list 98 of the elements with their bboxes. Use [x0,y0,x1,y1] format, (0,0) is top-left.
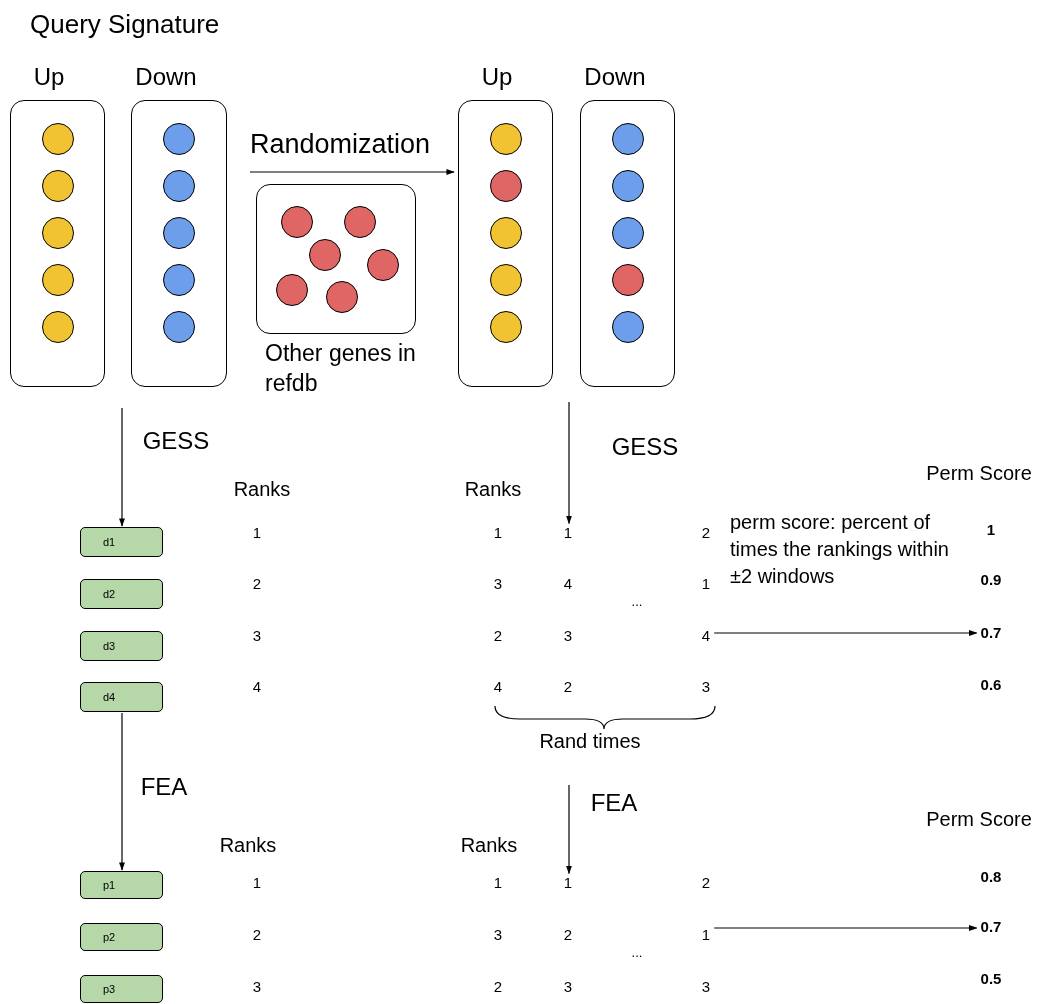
column-heading: Down [135,63,197,91]
rank-value: 1 [563,524,573,542]
arrow [713,630,978,636]
gene-circle [276,274,308,306]
gene-circle [41,170,74,202]
gene-circle [163,123,195,155]
arrow [713,925,978,931]
gene-circle [611,123,644,155]
arrow [566,401,572,525]
column-heading: Ranks [464,477,522,501]
note-text: perm score: percent of times the rankings within ±2 windows [730,510,950,589]
rank-value: 1 [493,874,503,892]
result-box [80,682,163,712]
gene-circle [163,170,195,202]
arrow [119,712,125,871]
rank-value: 2 [563,678,573,696]
gene-circle [163,217,195,249]
column-heading: Ranks [219,833,277,857]
result-box [80,923,163,951]
column-heading: Ranks [233,477,291,501]
gene-circle [367,249,399,281]
rank-value: 4 [563,575,573,593]
rank-value: 1 [252,874,262,892]
arrow [566,784,572,875]
rank-value: 4 [701,627,711,645]
rank-value: 2 [252,575,262,593]
rank-value: 1 [701,926,711,944]
gene-circle [489,123,522,155]
arrow [249,169,455,175]
column-heading: Perm Score [926,807,1032,831]
rank-value: 3 [563,627,573,645]
perm-score-value: 0.9 [980,571,1002,589]
result-id: d2 [103,587,116,601]
result-box [80,871,163,899]
perm-score-value: 0.8 [980,868,1002,886]
rank-value: 1 [701,575,711,593]
result-box [80,579,163,609]
gene-circle [41,311,74,343]
gene-circle [489,217,522,249]
column-heading: Up [481,63,513,91]
gene-circle [326,281,358,313]
perm-score-value: 0.5 [980,970,1002,988]
rank-value: 3 [701,678,711,696]
rank-value: 3 [252,627,262,645]
perm-score-value: 0.7 [980,918,1002,936]
rank-value: 1 [252,524,262,542]
gene-circle [611,311,644,343]
gene-circle [344,206,376,238]
gene-circle [41,264,74,296]
rank-value: 3 [563,978,573,996]
rank-value: 1 [563,874,573,892]
result-id: p2 [103,930,116,944]
perm-score-value: 0.7 [980,624,1002,642]
perm-score-value: 1 [986,521,996,539]
column-heading: Ranks [460,833,518,857]
column-heading: Down [584,63,646,91]
gene-circle [611,217,644,249]
rank-value: 1 [493,524,503,542]
column-heading: Up [33,63,65,91]
rank-value: 2 [252,926,262,944]
gene-circle [611,170,644,202]
gene-circle [489,170,522,202]
gene-circle [163,311,195,343]
result-id: p3 [103,982,116,996]
gene-circle [41,217,74,249]
rank-value: 3 [701,978,711,996]
result-id: d3 [103,639,116,653]
gene-circle [41,123,74,155]
brace-label: Rand times [539,729,641,753]
gene-circle [309,239,341,271]
rank-value: 2 [563,926,573,944]
column-heading: Perm Score [926,461,1032,485]
gene-circle [489,264,522,296]
rank-value: 2 [493,978,503,996]
result-box [80,527,163,557]
rank-value: 2 [493,627,503,645]
ellipsis: ... [631,945,643,961]
result-id: d1 [103,535,116,549]
diagram-title: Query Signature [30,10,220,40]
ellipsis: ... [631,594,643,610]
rank-value: 3 [252,978,262,996]
rank-value: 3 [493,926,503,944]
result-box [80,975,163,1003]
perm-score-value: 0.6 [980,676,1002,694]
result-id: d4 [103,690,116,704]
arrow [119,407,125,527]
result-id: p1 [103,878,116,892]
result-box [80,631,163,661]
rank-value: 4 [252,678,262,696]
gene-circle [163,264,195,296]
gene-circle [489,311,522,343]
gene-circle [281,206,313,238]
pool-caption: Other genes in refdb [265,339,417,398]
gene-circle [611,264,644,296]
rank-value: 2 [701,524,711,542]
rank-value: 3 [493,575,503,593]
rank-value: 2 [701,874,711,892]
rank-value: 4 [493,678,503,696]
